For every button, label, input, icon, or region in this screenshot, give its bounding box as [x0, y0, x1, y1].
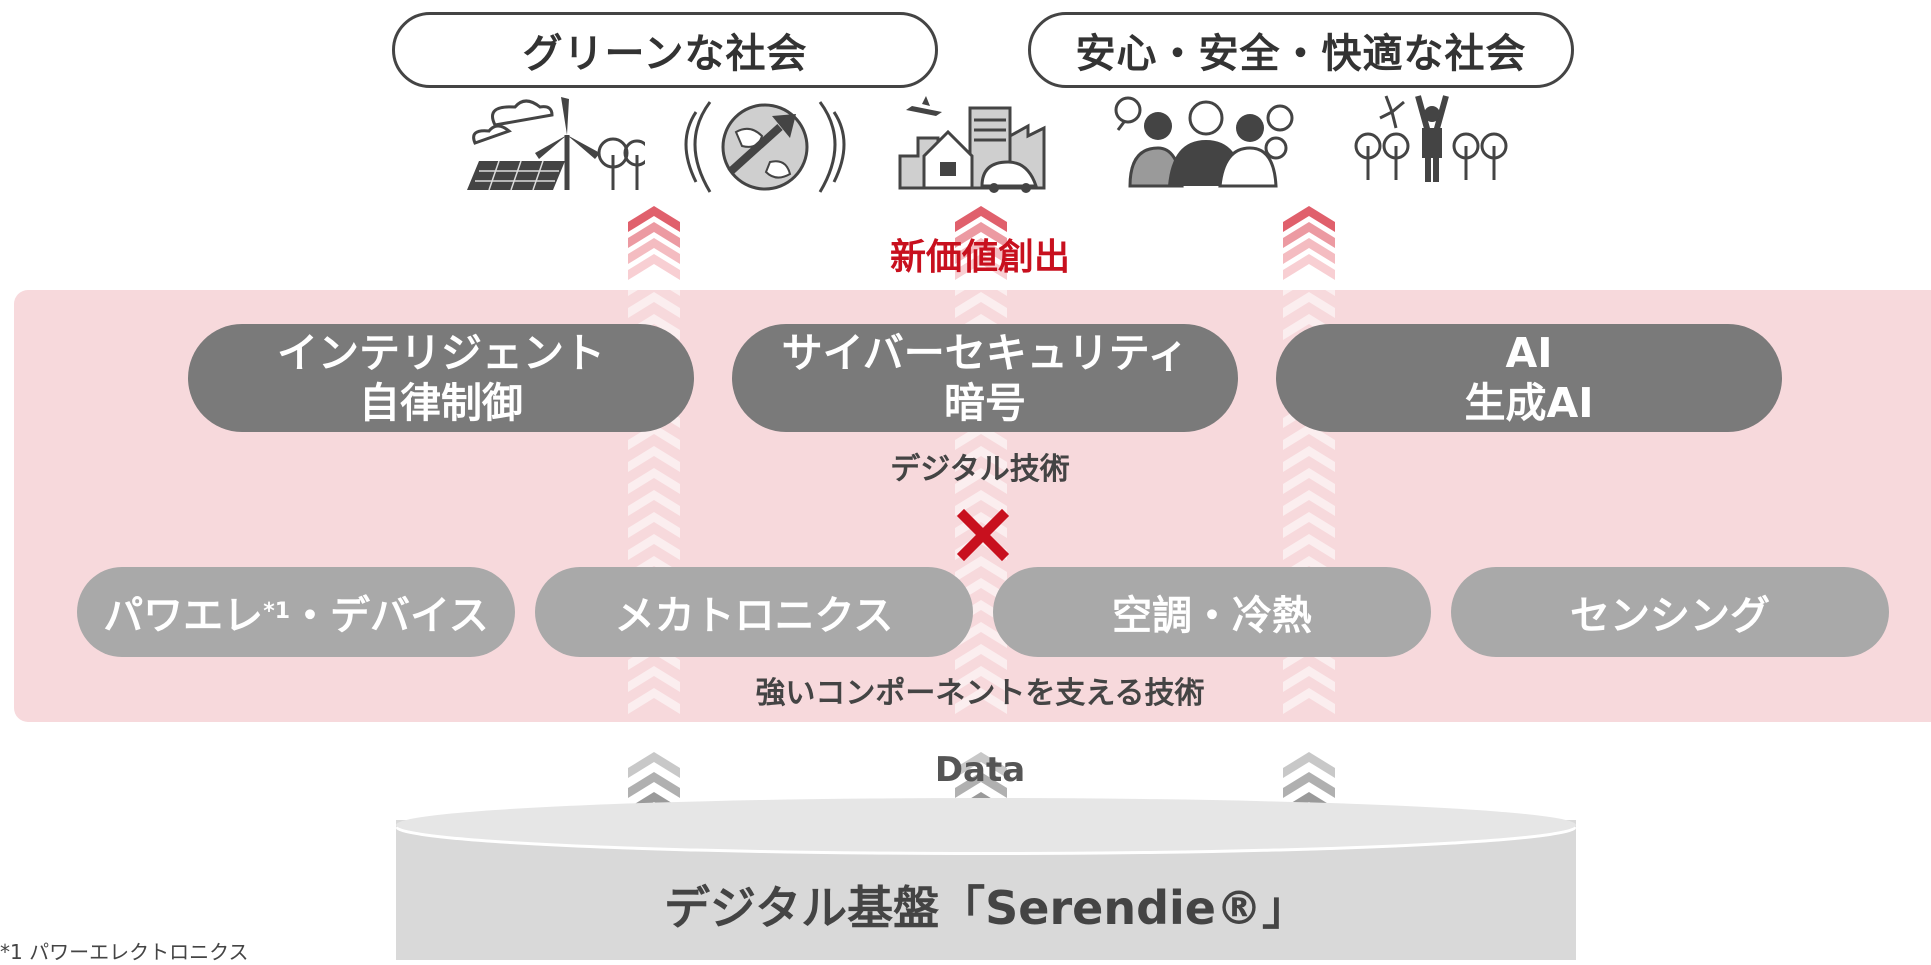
chevron-mark	[955, 206, 1007, 232]
safe-society-pill: 安心・安全・快適な社会	[1028, 12, 1574, 88]
tech-pill-ai: AI 生成AI	[1276, 324, 1782, 432]
component-pill-power-electronics: パワエレ*1・デバイス	[77, 567, 515, 657]
trees-person-icon	[1354, 95, 1508, 182]
chevron-mark	[1283, 490, 1335, 516]
chevron-mark	[628, 292, 680, 318]
digital-tech-caption: デジタル技術	[890, 452, 1070, 487]
component-label: メカトロニクス	[614, 593, 894, 639]
tech-pill-line2: 生成AI	[1464, 379, 1594, 427]
chevron-mark	[628, 446, 680, 472]
platform-label: デジタル基盤「Serendie®」	[664, 881, 1308, 935]
chevron-mark	[1283, 752, 1335, 778]
chevron-mark	[955, 446, 1007, 472]
chevron-mark	[1283, 292, 1335, 318]
chevron-mark	[1283, 534, 1335, 560]
chevron-mark	[628, 238, 680, 264]
tech-pill-cybersecurity: サイバーセキュリティ 暗号	[732, 324, 1238, 432]
component-label: 空調・冷熱	[1112, 593, 1312, 639]
chevron-mark	[1283, 254, 1335, 280]
tech-pill-line1: サイバーセキュリティ	[781, 329, 1189, 377]
component-label: パワエレ	[103, 593, 264, 639]
chevron-mark	[955, 666, 1007, 692]
component-label-rest: ・デバイス	[290, 593, 489, 639]
green-society-pill: グリーンな社会	[392, 12, 938, 88]
chevron-mark	[955, 468, 1007, 494]
chevron-mark	[955, 222, 1007, 248]
component-pill-mechatronics: メカトロニクス	[535, 567, 973, 657]
chevron-mark	[628, 752, 680, 778]
chevron-mark	[955, 270, 1007, 296]
cross-icon	[956, 508, 1010, 562]
chevron-mark	[628, 206, 680, 232]
chevron-mark	[955, 644, 1007, 670]
chevron-mark	[955, 490, 1007, 516]
chevron-mark	[628, 534, 680, 560]
chevron-mark	[955, 292, 1007, 318]
chevron-mark	[628, 512, 680, 538]
chevron-mark	[955, 556, 1007, 582]
platform-cylinder-top	[396, 798, 1576, 852]
component-label: センシング	[1570, 593, 1770, 639]
chevron-mark	[628, 468, 680, 494]
component-pill-air-conditioning: 空調・冷熱	[993, 567, 1431, 657]
tech-pill-line1: AI	[1505, 329, 1553, 377]
tech-pill-autonomous-control: インテリジェント 自律制御	[188, 324, 694, 432]
chevron-mark	[628, 666, 680, 692]
safe-society-label: 安心・安全・快適な社会	[1075, 31, 1527, 77]
chevron-mark	[1283, 238, 1335, 264]
chevron-mark	[1283, 206, 1335, 232]
chevron-mark	[628, 490, 680, 516]
chevron-mark	[1283, 222, 1335, 248]
chevron-mark	[1283, 688, 1335, 714]
chevron-mark	[1283, 446, 1335, 472]
globe-arrow-icon	[684, 101, 846, 193]
chevron-mark	[955, 238, 1007, 264]
component-pill-sensing: センシング	[1451, 567, 1889, 657]
chevron-mark	[1283, 424, 1335, 450]
tech-pill-line1: インテリジェント	[277, 329, 605, 377]
chevron-mark	[955, 254, 1007, 280]
data-label: Data	[934, 750, 1026, 790]
new-value-label: 新価値創出	[889, 237, 1070, 278]
city-mobility-icon	[898, 96, 1046, 193]
chevron-mark	[1283, 512, 1335, 538]
chevron-mark	[955, 772, 1007, 798]
chevron-mark	[1283, 468, 1335, 494]
chevron-mark	[628, 254, 680, 280]
solar-wind-icon	[467, 97, 645, 191]
tech-pill-line2: 暗号	[944, 379, 1026, 427]
component-caption: 強いコンポーネントを支える技術	[755, 676, 1205, 711]
chevron-mark	[955, 752, 1007, 778]
tech-pill-line2: 自律制御	[359, 379, 523, 427]
green-society-label: グリーンな社会	[522, 31, 808, 77]
chevron-mark	[1283, 772, 1335, 798]
chevron-mark	[628, 270, 680, 296]
chevron-mark	[1283, 666, 1335, 692]
chevron-mark	[628, 772, 680, 798]
chevron-mark	[1283, 270, 1335, 296]
chevron-mark	[955, 688, 1007, 714]
people-communication-icon	[1114, 96, 1294, 188]
footnote: *1 パワーエレクトロニクス	[0, 940, 249, 964]
chevron-mark	[628, 688, 680, 714]
chevron-mark	[628, 222, 680, 248]
